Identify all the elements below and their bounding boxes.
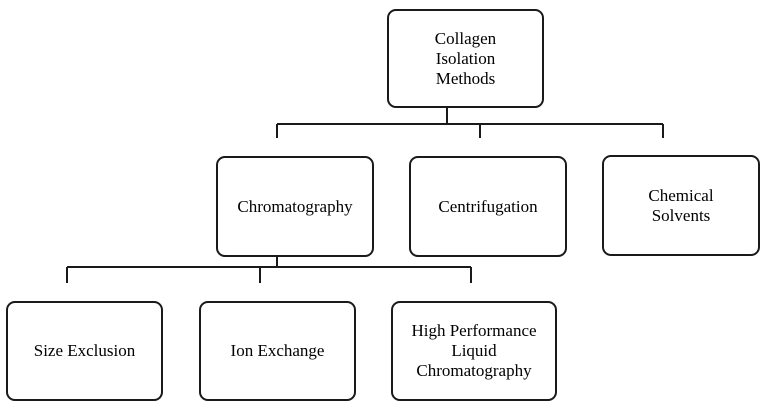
root-node: Collagen Isolation Methods	[387, 9, 544, 108]
hplc-node: High Performance Liquid Chromatography	[391, 301, 557, 401]
size-exclusion-node-label: Size Exclusion	[33, 341, 136, 360]
ion-exchange-node-label: Ion Exchange	[230, 341, 325, 360]
chemical-solvents-node-label: Chemical Solvents	[648, 185, 714, 225]
root-node-label: Collagen Isolation Methods	[434, 28, 497, 88]
chromatography-node-label: Chromatography	[237, 196, 353, 216]
centrifugation-node-label: Centrifugation	[438, 196, 538, 216]
chromatography-node: Chromatography	[216, 156, 374, 257]
hplc-node-label: High Performance Liquid Chromatography	[411, 321, 537, 380]
ion-exchange-node: Ion Exchange	[199, 301, 356, 401]
size-exclusion-node: Size Exclusion	[6, 301, 163, 401]
chemical-solvents-node: Chemical Solvents	[602, 155, 760, 256]
centrifugation-node: Centrifugation	[409, 156, 567, 257]
